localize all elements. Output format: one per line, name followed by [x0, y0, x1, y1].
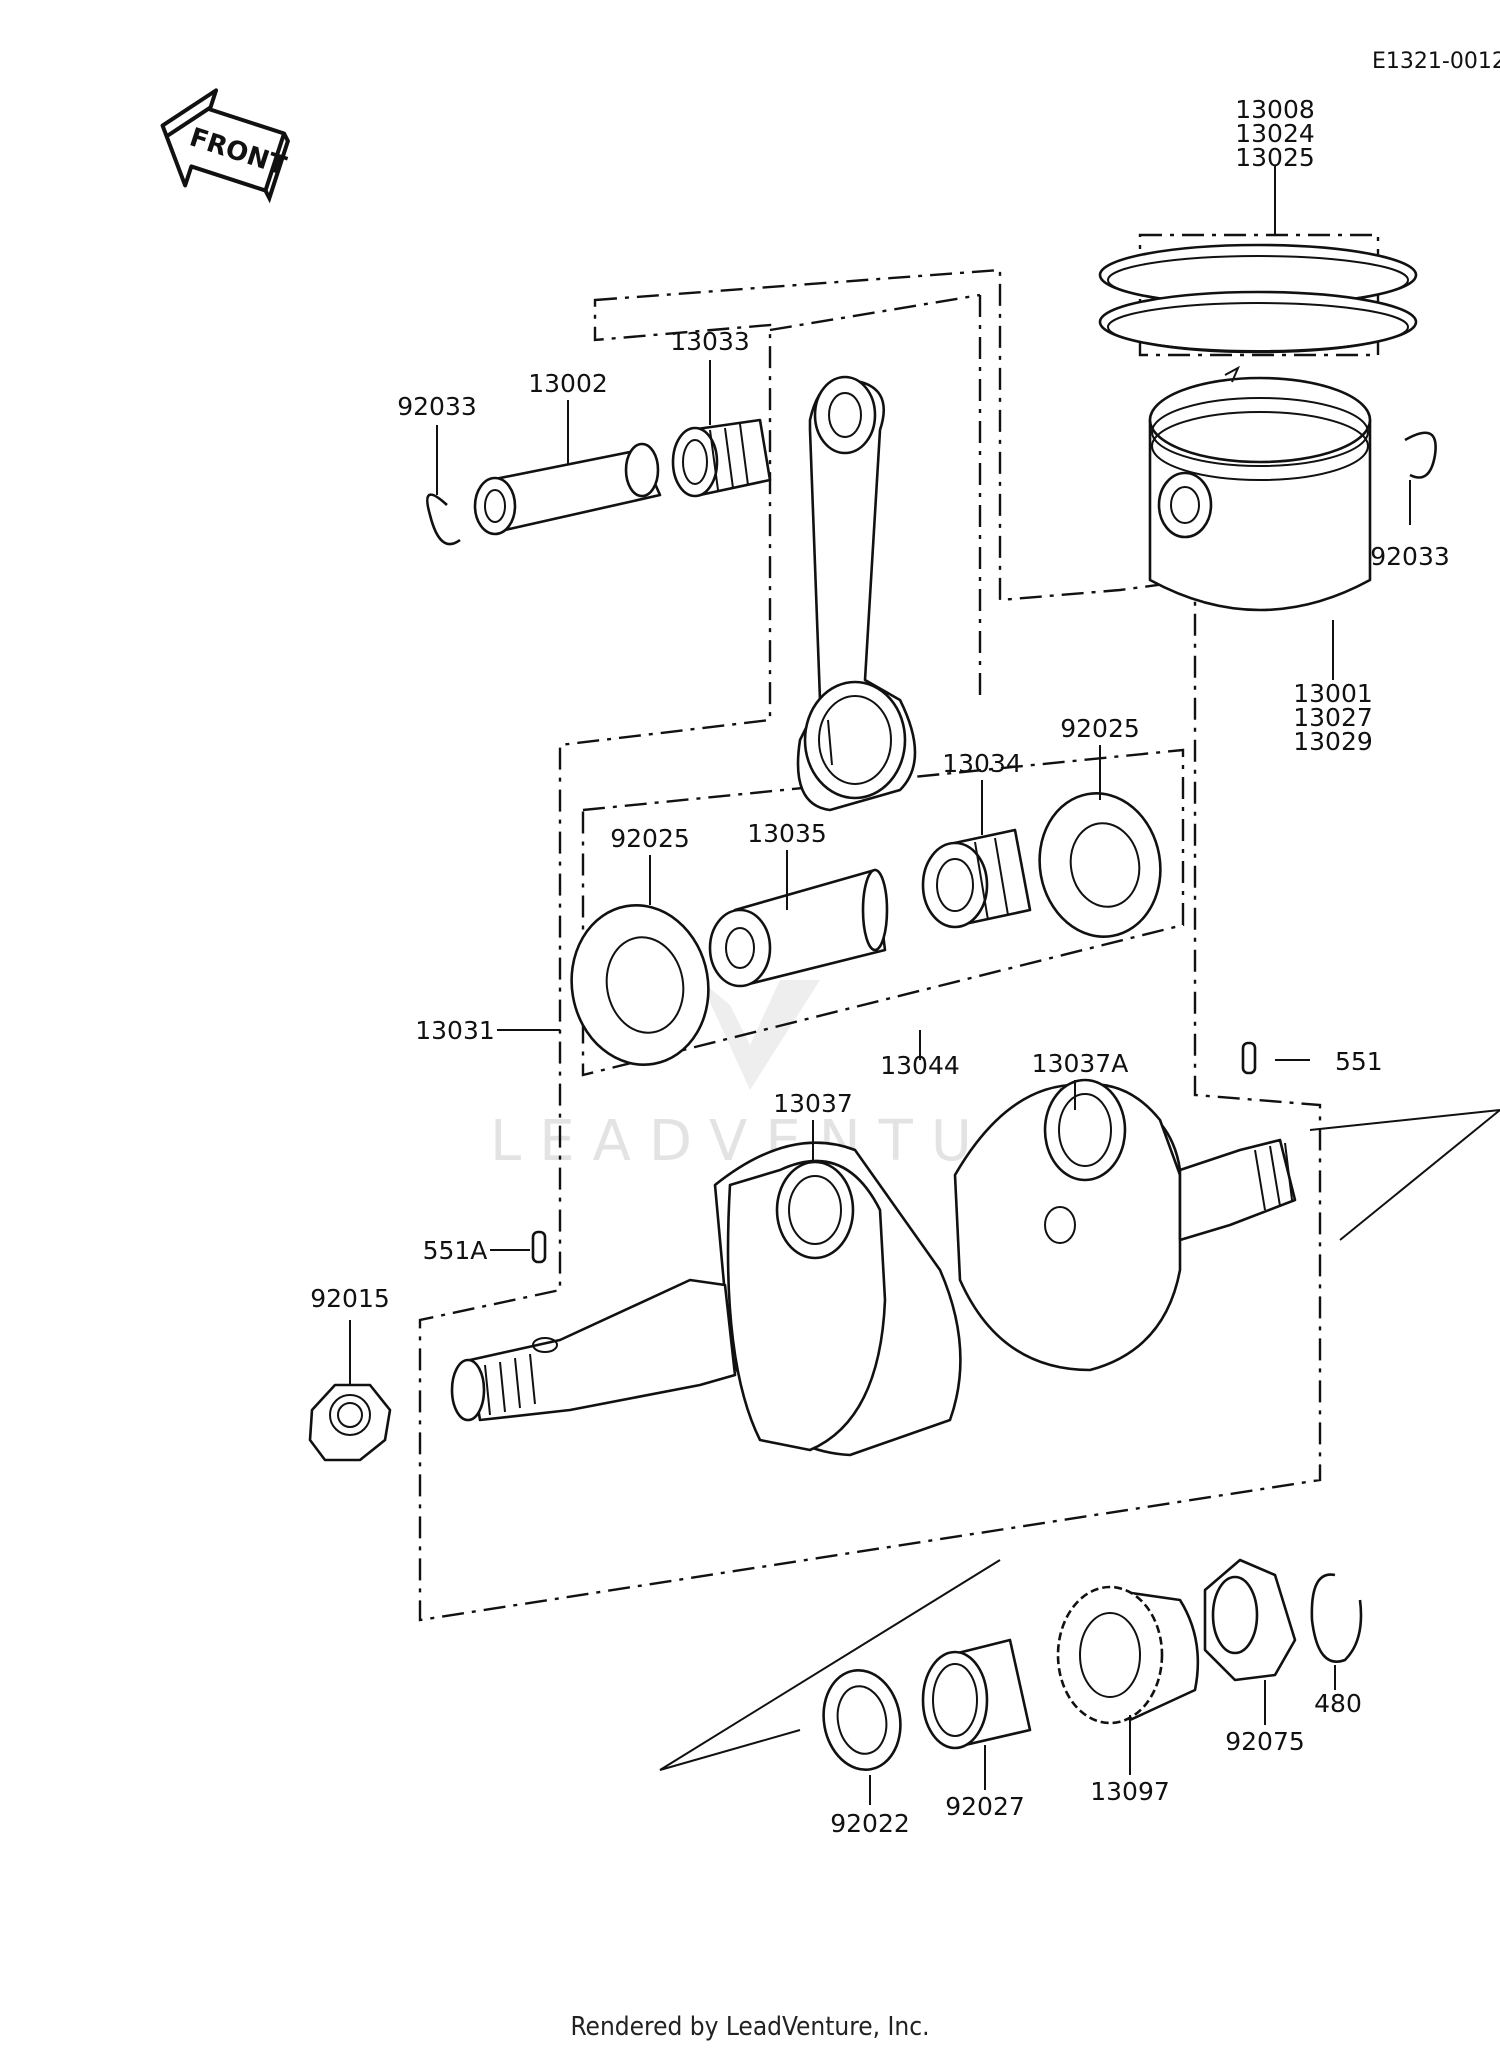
piston-rings — [1098, 243, 1418, 354]
label-13044: 13044 — [880, 1051, 960, 1080]
label-551A: 551A — [423, 1236, 488, 1265]
label-13097: 13097 — [1090, 1777, 1170, 1806]
label-13024: 13024 — [1235, 119, 1315, 148]
label-13002: 13002 — [528, 369, 608, 398]
crank-web-left — [713, 1141, 962, 1457]
washer-92022 — [822, 1669, 902, 1771]
label-13033: 13033 — [670, 327, 750, 356]
label-92022: 92022 — [830, 1809, 910, 1838]
label-13037A: 13037A — [1032, 1049, 1129, 1078]
piston — [1148, 365, 1372, 612]
circlip-right — [1404, 431, 1437, 479]
label-480: 480 — [1314, 1689, 1362, 1718]
primary-gear — [1056, 1585, 1200, 1725]
connecting-rod — [796, 375, 917, 812]
label-13025: 13025 — [1235, 143, 1315, 172]
dowel-pin-551 — [1241, 1041, 1257, 1075]
leader-lines — [349, 165, 1411, 1805]
thrust-washer-right — [1038, 792, 1162, 938]
label-92027: 92027 — [945, 1792, 1025, 1821]
label-13035: 13035 — [747, 819, 827, 848]
circlip-480 — [1310, 1573, 1363, 1663]
thrust-washer-left — [570, 904, 710, 1066]
label-92025-left: 92025 — [610, 824, 690, 853]
front-arrow-icon: FRONT — [160, 88, 291, 204]
label-92075: 92075 — [1225, 1727, 1305, 1756]
big-end-bearing — [921, 828, 1032, 929]
label-13008: 13008 — [1235, 95, 1315, 124]
dowel-pin-551A — [531, 1230, 547, 1264]
label-13027: 13027 — [1293, 703, 1373, 732]
drive-side-inset — [659, 1109, 1500, 1771]
label-92033-right: 92033 — [1370, 542, 1450, 571]
small-end-bearing — [671, 418, 772, 498]
label-13034: 13034 — [942, 749, 1022, 778]
crankshaft-shaft-right — [1178, 1138, 1297, 1242]
crankshaft-shaft-left — [450, 1278, 737, 1422]
label-92033-left: 92033 — [397, 392, 477, 421]
part-labels: 13008 13024 13025 13001 13027 13029 9203… — [310, 95, 1450, 1838]
render-credit: Rendered by LeadVenture, Inc. — [570, 2012, 929, 2042]
circlip-left — [426, 493, 461, 546]
label-13001: 13001 — [1293, 679, 1373, 708]
crank-pin — [708, 868, 889, 988]
ratchet-92075 — [1203, 1558, 1297, 1682]
label-13037: 13037 — [773, 1089, 853, 1118]
label-13031: 13031 — [415, 1016, 495, 1045]
crank-web-right — [953, 1078, 1182, 1372]
label-92015: 92015 — [310, 1284, 390, 1313]
collar-92027 — [921, 1638, 1032, 1750]
label-551: 551 — [1335, 1047, 1383, 1076]
piston-pin — [473, 442, 662, 536]
diagram-code: E1321-0012 — [1372, 49, 1500, 74]
flange-nut — [308, 1383, 392, 1462]
label-13029: 13029 — [1293, 727, 1373, 756]
label-92025-right: 92025 — [1060, 714, 1140, 743]
